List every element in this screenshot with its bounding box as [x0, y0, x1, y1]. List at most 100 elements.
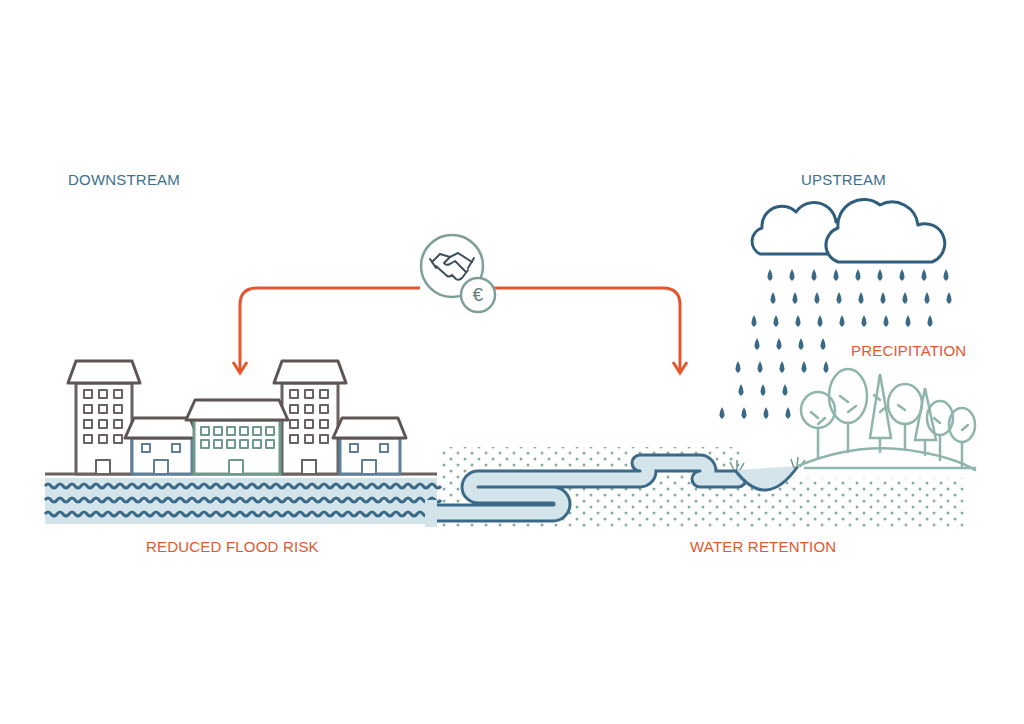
raindrop — [862, 315, 867, 327]
raindrop — [736, 361, 741, 373]
raindrop — [786, 407, 791, 419]
process-label: WATER RETENTION — [690, 538, 836, 556]
door — [362, 460, 376, 474]
town — [68, 361, 406, 474]
raindrop — [783, 384, 788, 396]
raindrop — [900, 269, 905, 281]
raindrop — [818, 315, 823, 327]
raindrop — [878, 269, 883, 281]
window — [214, 427, 222, 435]
raindrop — [777, 338, 782, 350]
window — [305, 390, 313, 398]
raindrop — [928, 315, 933, 327]
raindrop — [815, 292, 820, 304]
raindrop — [884, 315, 889, 327]
window — [266, 440, 274, 448]
payment-icon — [421, 235, 495, 312]
raindrop — [780, 361, 785, 373]
raindrop — [881, 292, 886, 304]
window — [320, 435, 328, 443]
window — [253, 440, 261, 448]
window — [84, 420, 92, 428]
raindrop — [764, 407, 769, 419]
window — [114, 435, 122, 443]
window — [240, 440, 248, 448]
window — [240, 427, 248, 435]
raindrop — [922, 269, 927, 281]
wave-line — [45, 484, 441, 488]
window — [290, 405, 298, 413]
wave-line — [45, 512, 441, 516]
payment-arrow — [233, 288, 687, 373]
raindrop — [793, 292, 798, 304]
window — [99, 405, 107, 413]
window — [253, 427, 261, 435]
raindrop — [742, 407, 747, 419]
process-label: PRECIPITATION — [851, 342, 966, 360]
window — [350, 444, 358, 452]
currency-symbol: € — [473, 286, 484, 304]
door — [154, 460, 168, 474]
raindrop — [944, 269, 949, 281]
window — [266, 427, 274, 435]
raindrop — [758, 361, 763, 373]
window — [114, 405, 122, 413]
raindrop — [802, 361, 807, 373]
raindrop — [903, 292, 908, 304]
forest — [798, 369, 975, 470]
window — [305, 405, 313, 413]
raindrop — [720, 407, 725, 419]
retention-pond — [730, 457, 805, 490]
region-label: DOWNSTREAM — [68, 171, 180, 189]
raindrop — [812, 269, 817, 281]
window — [227, 440, 235, 448]
window — [305, 435, 313, 443]
window — [99, 420, 107, 428]
window — [142, 444, 150, 452]
window — [114, 390, 122, 398]
raindrop — [755, 338, 760, 350]
region-label: UPSTREAM — [801, 171, 886, 189]
window — [290, 420, 298, 428]
raindrop — [925, 292, 930, 304]
window — [320, 390, 328, 398]
raindrop — [840, 315, 845, 327]
window — [380, 444, 388, 452]
window — [201, 427, 209, 435]
raindrop — [821, 338, 826, 350]
window — [114, 420, 122, 428]
raindrop — [799, 338, 804, 350]
raindrop — [761, 384, 766, 396]
river — [425, 463, 738, 527]
window — [84, 405, 92, 413]
wave-line — [45, 498, 441, 502]
raindrop — [774, 315, 779, 327]
window — [320, 420, 328, 428]
raindrop — [739, 384, 744, 396]
clouds — [752, 199, 945, 262]
flood-water — [45, 478, 441, 524]
window — [305, 420, 313, 428]
raindrop — [824, 361, 829, 373]
benefit-label: REDUCED FLOOD RISK — [146, 538, 319, 556]
window — [214, 440, 222, 448]
window — [201, 440, 209, 448]
door — [229, 460, 243, 474]
raindrop — [768, 269, 773, 281]
window — [99, 435, 107, 443]
raindrop — [834, 269, 839, 281]
window — [172, 444, 180, 452]
window — [84, 435, 92, 443]
raindrop — [790, 269, 795, 281]
window — [99, 390, 107, 398]
window — [84, 390, 92, 398]
raindrop — [856, 269, 861, 281]
raindrop — [796, 315, 801, 327]
door — [96, 460, 110, 474]
door — [302, 460, 316, 474]
window — [227, 427, 235, 435]
raindrop — [859, 292, 864, 304]
raindrop — [752, 315, 757, 327]
raindrop — [947, 292, 952, 304]
